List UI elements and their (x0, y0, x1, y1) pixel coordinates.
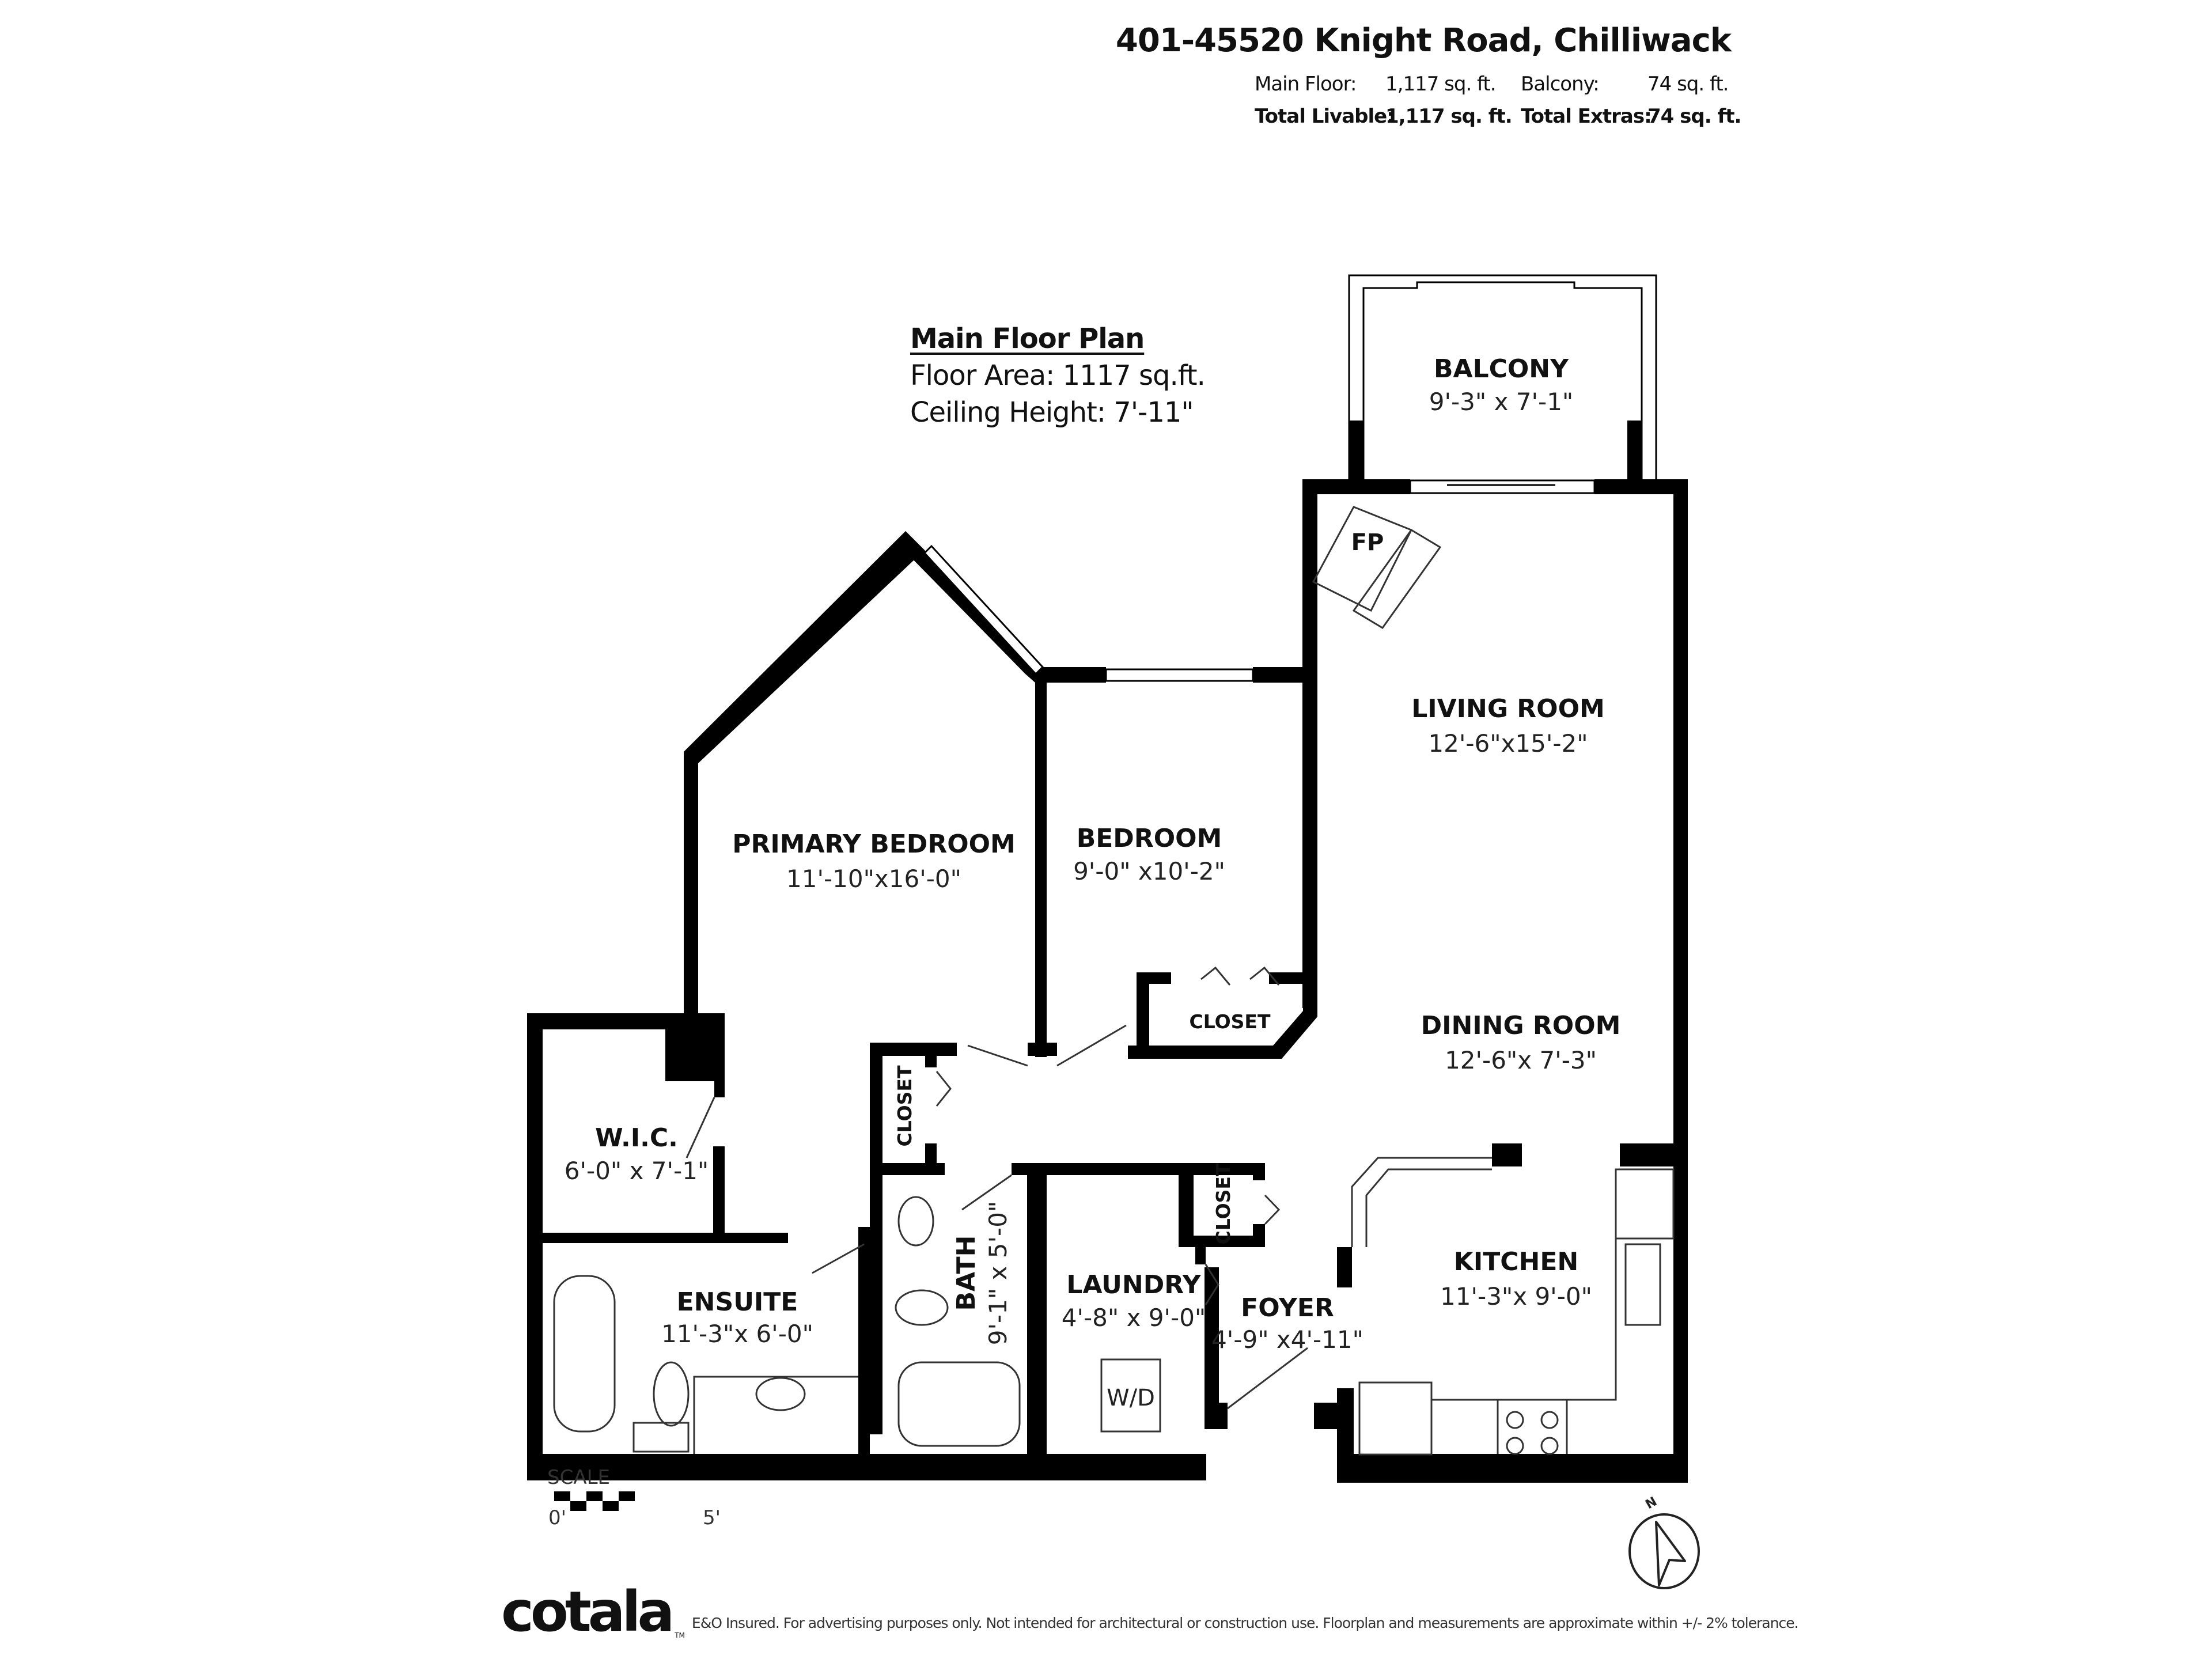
ensuite-toilet (653, 1361, 690, 1427)
compass-icon: N (1628, 1494, 1700, 1589)
sliding-door[interactable] (1409, 479, 1596, 494)
primary-bedroom-window (923, 544, 1044, 676)
scale-end: 5' (703, 1506, 721, 1529)
bath-tub (897, 1361, 1021, 1447)
fixtures (553, 506, 1675, 1456)
ensuite-sink (755, 1377, 806, 1411)
door-bath[interactable] (961, 1174, 1012, 1211)
bath-sink (897, 1196, 934, 1247)
room-name-wic: W.I.C. (595, 1123, 678, 1153)
room-dims-bath: 9'-1" x 5'-0" (984, 1201, 1012, 1345)
room-dims-kitchen: 11'-3"x 9'-0" (1440, 1282, 1592, 1310)
dishwasher (1615, 1168, 1675, 1240)
closet-label-laundry: CLOSET (1212, 1163, 1234, 1244)
door-bedroom[interactable] (1056, 1024, 1127, 1067)
stove-icon (1506, 1411, 1559, 1455)
closet-bifold-left[interactable] (1200, 966, 1231, 986)
floor-area: Floor Area: 1117 sq.ft. (910, 359, 1206, 392)
fireplace (1312, 506, 1413, 612)
door-entry[interactable] (1227, 1347, 1308, 1410)
washer-dryer (1100, 1358, 1161, 1433)
total-extras-value: 74 sq. ft. (1647, 105, 1741, 128)
scale-title: SCALE (547, 1466, 611, 1489)
room-name-laundry: LAUNDRY (1066, 1270, 1201, 1300)
bedroom-window (1105, 668, 1254, 682)
scale-start: 0' (548, 1506, 566, 1529)
property-address: 401-45520 Knight Road, Chilliwack (1115, 22, 1732, 59)
room-dims-balcony: 9'-3" x 7'-1" (1429, 388, 1573, 416)
closet-label-hall: CLOSET (893, 1065, 916, 1146)
disclaimer: E&O Insured. For advertising purposes on… (691, 1615, 1799, 1631)
room-name-foyer: FOYER (1241, 1293, 1334, 1323)
kitchen-sink (1624, 1243, 1661, 1326)
washer-dryer-label: W/D (1107, 1385, 1155, 1411)
door-wic[interactable] (685, 1097, 715, 1158)
total-livable-label: Total Livable: (1255, 105, 1395, 128)
fireplace-label: FP (1351, 529, 1384, 556)
main-floor-label: Main Floor: (1255, 73, 1357, 96)
closet-bifold-right[interactable] (1249, 966, 1280, 986)
total-extras-label: Total Extras: (1521, 105, 1652, 128)
room-name-primary-bedroom: PRIMARY BEDROOM (732, 830, 1016, 859)
room-labels: BALCONY 9'-3" x 7'-1" LIVING ROOM 12'-6"… (565, 354, 1621, 1411)
room-dims-foyer: 4'-9" x4'-11" (1211, 1325, 1363, 1354)
room-name-kitchen: KITCHEN (1454, 1247, 1578, 1277)
bath-toilet (895, 1289, 949, 1326)
balcony-area-value: 74 sq. ft. (1647, 73, 1729, 96)
room-dims-living: 12'-6"x15'-2" (1428, 729, 1588, 757)
door-ensuite[interactable] (812, 1243, 865, 1274)
balcony-post-right (1627, 421, 1642, 484)
room-dims-dining: 12'-6"x 7'-3" (1445, 1046, 1597, 1074)
scale-bar (554, 1491, 635, 1511)
plan-title: Main Floor Plan (910, 323, 1145, 355)
room-name-bath: BATH (952, 1235, 981, 1310)
laundry-closet-door[interactable] (1264, 1194, 1281, 1225)
room-dims-laundry: 4'-8" x 9'-0" (1062, 1304, 1206, 1332)
plan-info: Main Floor Plan Floor Area: 1117 sq.ft. … (910, 323, 1206, 429)
total-livable-value: 1,117 sq. ft. (1385, 105, 1513, 128)
windows (923, 479, 1596, 682)
balcony-post-left (1349, 421, 1363, 484)
room-name-balcony: BALCONY (1434, 354, 1569, 384)
laundry-door[interactable] (1205, 1264, 1219, 1305)
room-name-ensuite: ENSUITE (677, 1287, 798, 1317)
hall-closet-door[interactable] (935, 1071, 952, 1107)
room-dims-wic: 6'-0" x 7'-1" (565, 1157, 709, 1185)
room-dims-primary-bedroom: 11'-10"x16'-0" (786, 865, 961, 893)
ensuite-tub (553, 1275, 616, 1433)
room-name-dining: DINING ROOM (1421, 1011, 1621, 1040)
ceiling-height: Ceiling Height: 7'-11" (910, 396, 1194, 429)
fridge (1358, 1381, 1433, 1456)
closet-label-bedroom: CLOSET (1190, 1010, 1271, 1033)
cotala-logo: cotala (501, 1580, 675, 1644)
room-name-bedroom: BEDROOM (1077, 824, 1222, 853)
room-dims-bedroom: 9'-0" x10'-2" (1073, 857, 1225, 885)
balcony-area-label: Balcony: (1521, 73, 1600, 96)
compass-north-label: N (1643, 1494, 1660, 1512)
room-dims-ensuite: 11'-3"x 6'-0" (661, 1320, 813, 1348)
footer: cotala TM E&O Insured. For advertising p… (501, 1580, 1799, 1644)
trademark: TM (675, 1631, 685, 1639)
door-primary-bedroom[interactable] (967, 1044, 1028, 1067)
room-name-living: LIVING ROOM (1411, 694, 1605, 724)
main-floor-value: 1,117 sq. ft. (1385, 73, 1497, 96)
